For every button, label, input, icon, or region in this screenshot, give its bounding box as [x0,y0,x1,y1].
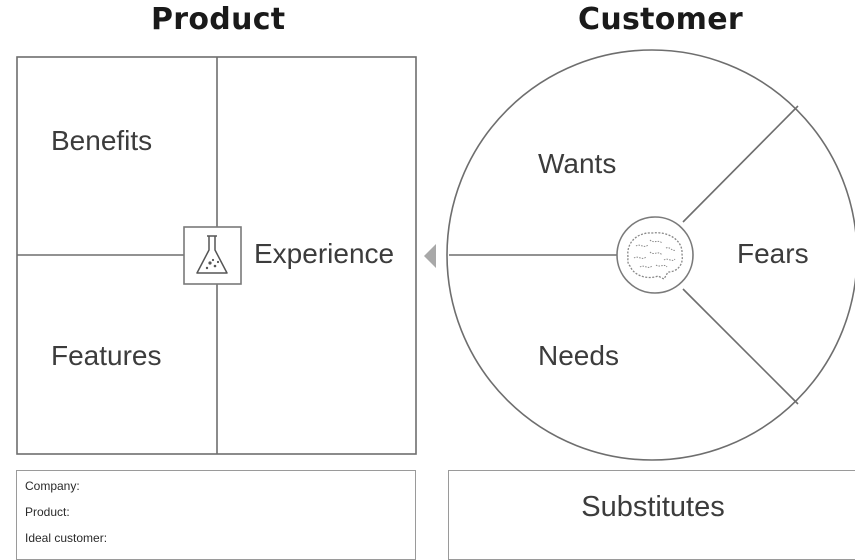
customer-lower-radius [682,288,799,405]
product-field-label: Product: [25,505,70,519]
fears-label: Fears [737,238,809,269]
substitutes-box: Substitutes [448,470,855,560]
ideal-customer-field-label: Ideal customer: [25,531,108,545]
substitutes-label: Substitutes [581,491,725,523]
customer-heading: Customer [578,2,743,37]
wants-label: Wants [538,148,617,179]
info-box: Company: Product: Ideal customer: [16,470,416,560]
flask-icon [183,226,242,285]
features-label: Features [51,340,162,371]
brain-icon [616,216,694,294]
needs-label: Needs [538,340,619,371]
experience-label: Experience [254,238,395,269]
customer-circle [446,49,855,461]
company-field-label: Company: [25,479,80,493]
benefits-label: Benefits [51,125,153,156]
product-heading: Product [151,2,286,37]
triangle-left-icon [424,244,436,268]
customer-upper-radius [682,105,799,223]
